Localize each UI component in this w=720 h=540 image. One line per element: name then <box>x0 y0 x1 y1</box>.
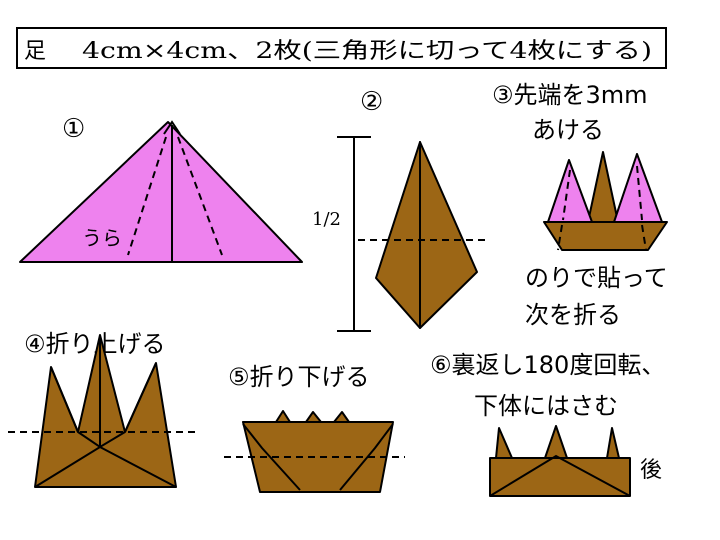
step-6-heading: ⑥裏返し180度回転、 <box>430 351 665 379</box>
title-box: 足 4cm×4cm、2枚(三角形に切って4枚にする) <box>16 27 667 69</box>
step-3-right-spike <box>613 153 663 223</box>
step-1-fold-line-right <box>177 136 223 256</box>
step-6-right-spike <box>606 427 620 459</box>
step-3-left-dash <box>562 169 571 221</box>
step-5-heading: ⑤折り下げる <box>228 363 370 391</box>
step-3: ③先端を3mm あける のりで貼って 次を折る <box>492 81 668 329</box>
step-4-bottom-v <box>34 445 177 488</box>
step-3-right-dash <box>636 165 643 221</box>
step-3-left-spike <box>547 159 593 223</box>
step-3-note-2: 次を折る <box>525 301 621 329</box>
step-6-left-spike <box>495 427 513 459</box>
step-1-fold-line-left <box>127 136 167 256</box>
step-2: ② 1/2 <box>312 87 490 332</box>
step-6-body <box>489 457 631 497</box>
step-2-right-flap <box>419 141 478 329</box>
step-6-back-label: 後 <box>640 458 662 483</box>
step-4-left-fold <box>50 366 79 433</box>
step-5-body <box>242 421 394 493</box>
step-2-number: ② <box>360 87 383 117</box>
step-3-heading-2: あける <box>532 116 604 144</box>
step-1-label: うら <box>82 226 122 250</box>
step-3-heading: ③先端を3mm <box>492 81 648 109</box>
step-5-tip-3 <box>333 411 350 423</box>
step-1-arrow-head <box>163 120 181 135</box>
step-3-base-right-dash <box>641 224 647 251</box>
step-5-tip-1 <box>275 410 291 423</box>
step-1-number: ① <box>62 114 85 144</box>
step-4-heading: ④折り上げる <box>24 330 166 358</box>
step-2-left-flap <box>375 141 421 329</box>
step-5-left-fold <box>242 423 301 491</box>
step-1: ① うら <box>19 114 303 263</box>
step-5-tip-2 <box>305 411 322 423</box>
step-4: ④折り上げる <box>8 330 195 488</box>
step-3-center-spike <box>587 151 619 223</box>
step-6-center-spike <box>544 425 568 459</box>
step-6: ⑥裏返し180度回転、 下体にはさむ 後 <box>430 351 665 497</box>
step-3-note-1: のりで貼って <box>525 264 668 292</box>
step-1-pink-triangle <box>19 121 303 263</box>
title-text: 4cm×4cm、2枚(三角形に切って4枚にする) <box>82 39 652 64</box>
step-4-right-fold <box>124 362 157 433</box>
step-6-center-v <box>489 454 631 497</box>
step-6-heading-2: 下体にはさむ <box>474 392 618 420</box>
step-3-base-left-dash <box>557 224 563 251</box>
step-3-base <box>543 221 668 251</box>
step-2-half-label: 1/2 <box>312 209 341 230</box>
title-prefix: 足 <box>24 39 46 64</box>
step-5-right-fold <box>339 423 394 491</box>
step-5: ⑤折り下げる <box>224 363 405 493</box>
